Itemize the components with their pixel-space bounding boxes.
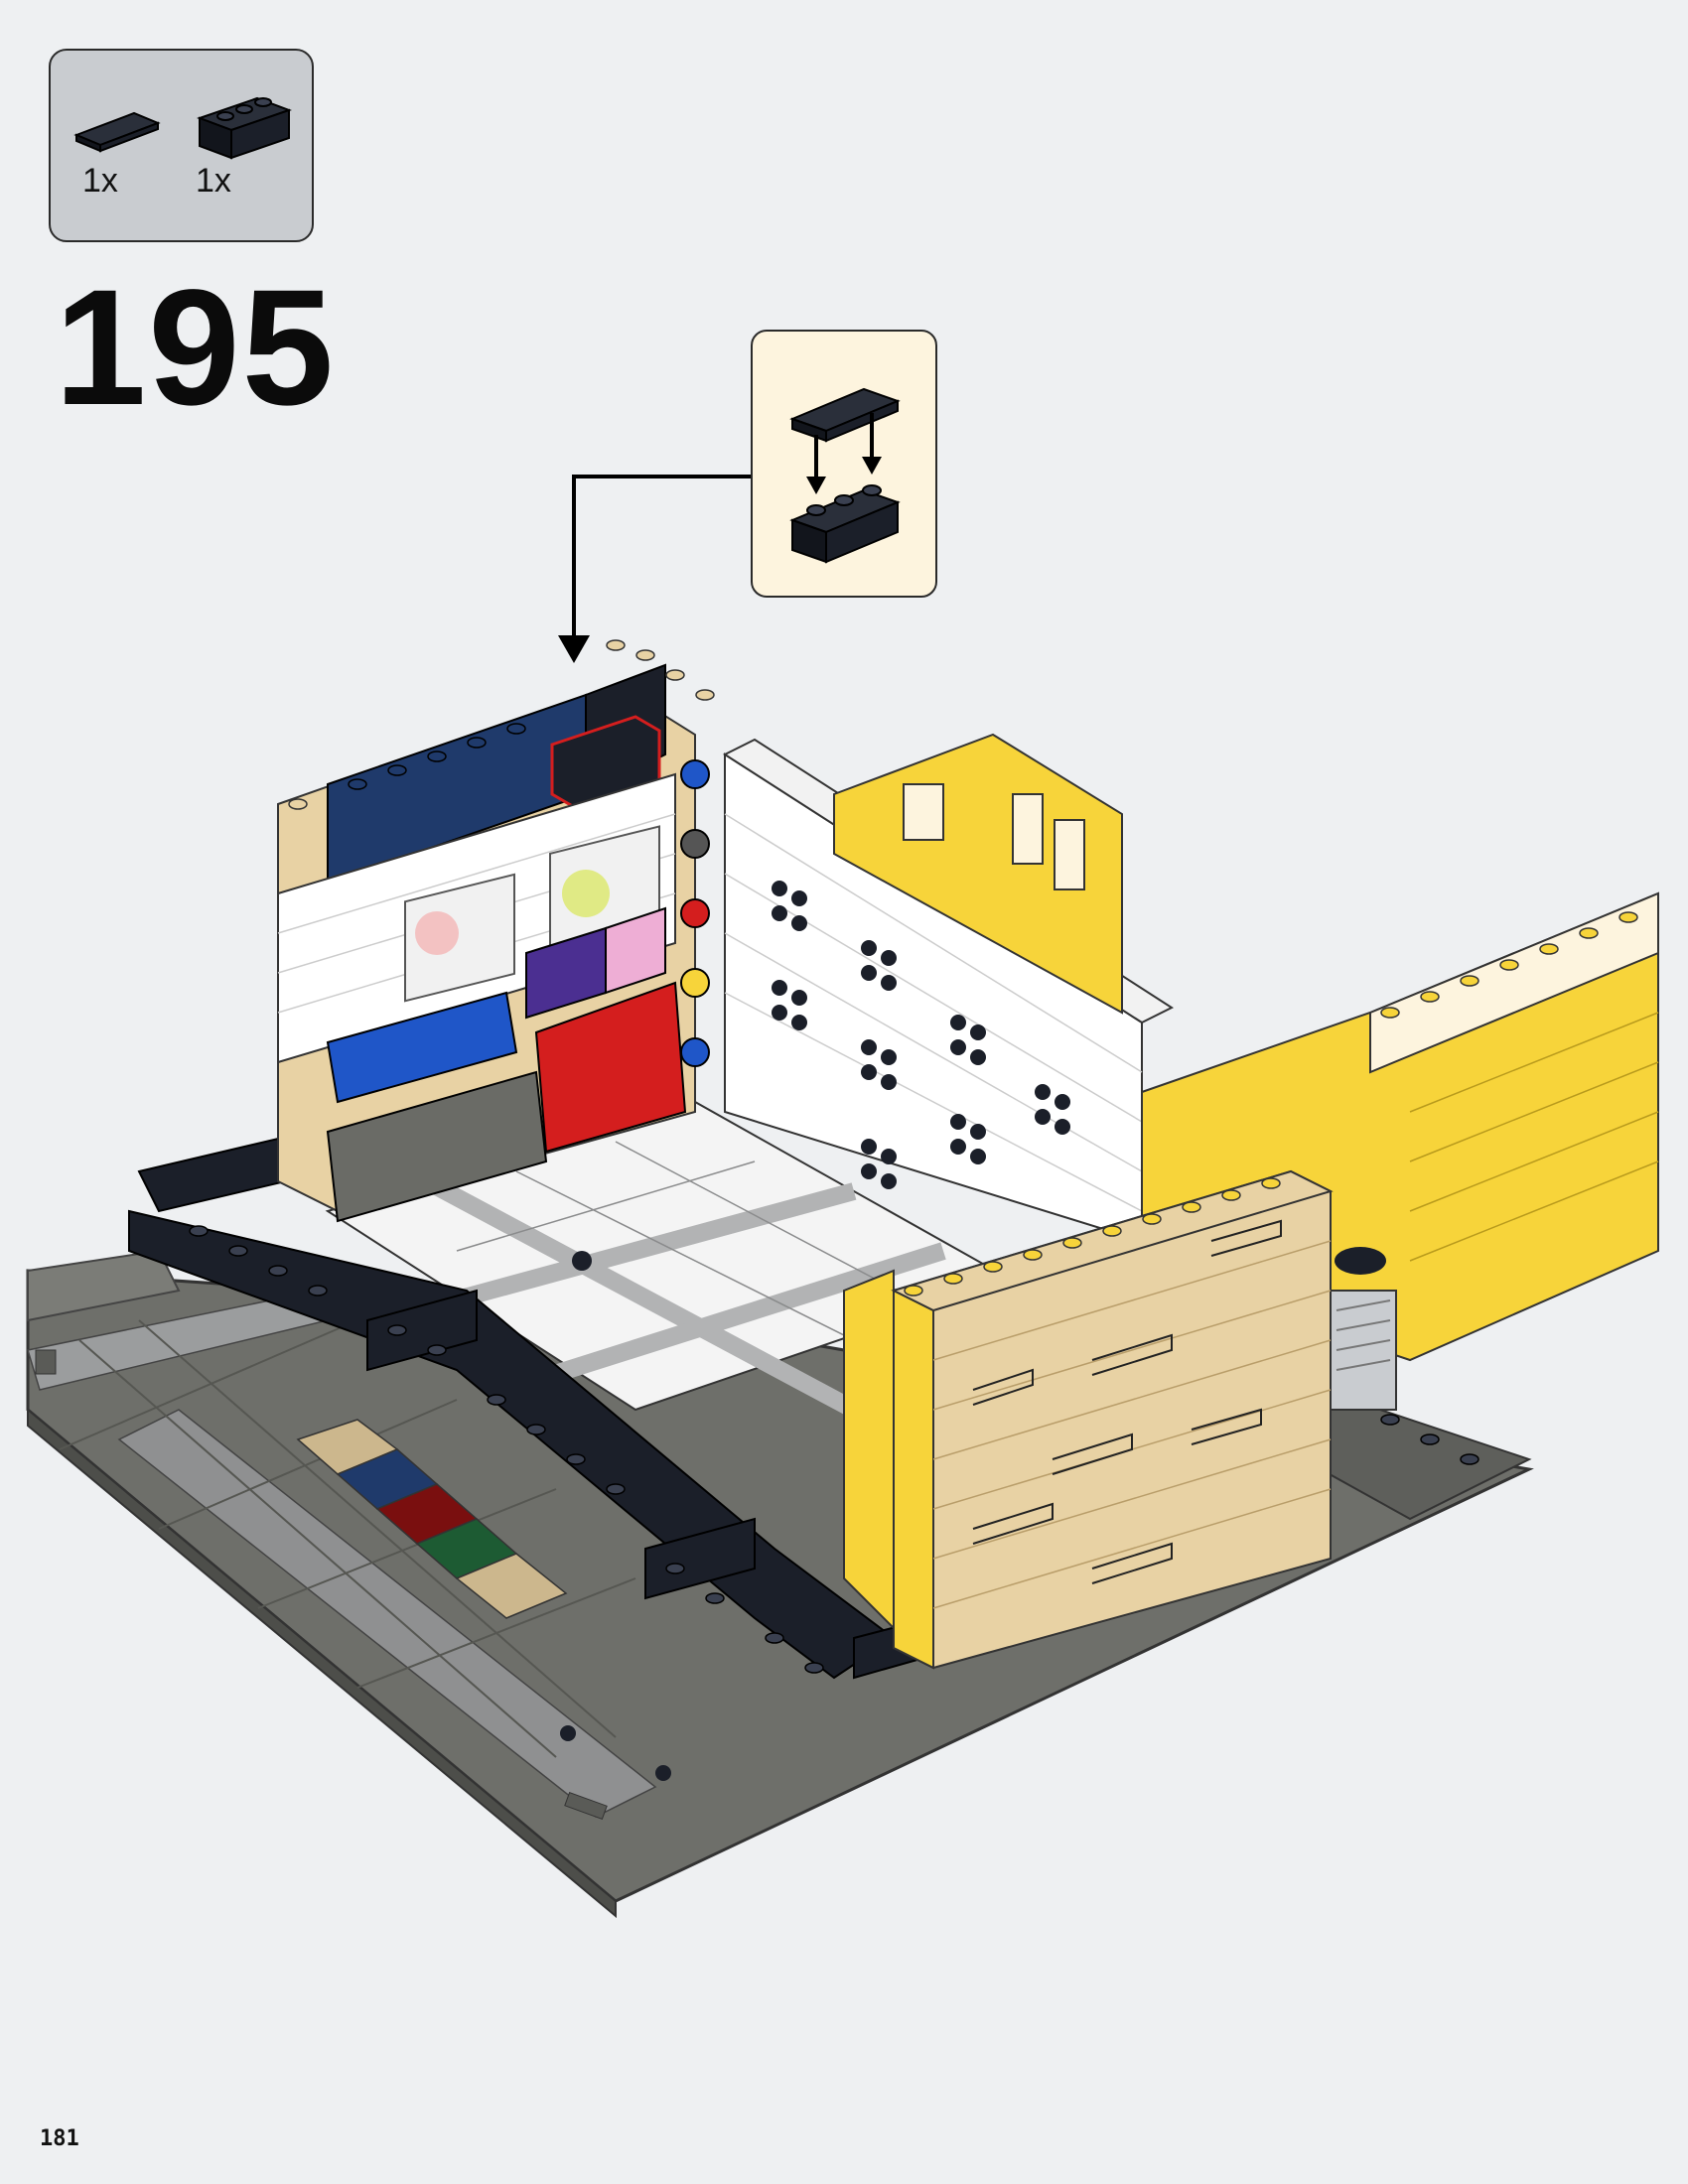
page-number: 181 [40,2126,79,2151]
step-number: 195 [55,256,336,440]
part-2-quantity: 1x [196,162,231,200]
parts-list-box: 1x 1x [49,49,314,242]
back-left-wall [277,639,715,1223]
placement-arrow-icon [558,635,590,663]
subassembly-callout [751,330,937,598]
shop-floor [325,1100,1016,1418]
callout-connector-line [572,475,751,643]
black-brick-1x3-icon [197,96,292,160]
part-1-quantity: 1x [82,162,118,200]
tile-onto-brick-subassembly-icon [789,387,901,564]
tan-front-wall [843,1169,1334,1670]
black-tile-1x4-icon [73,111,161,153]
